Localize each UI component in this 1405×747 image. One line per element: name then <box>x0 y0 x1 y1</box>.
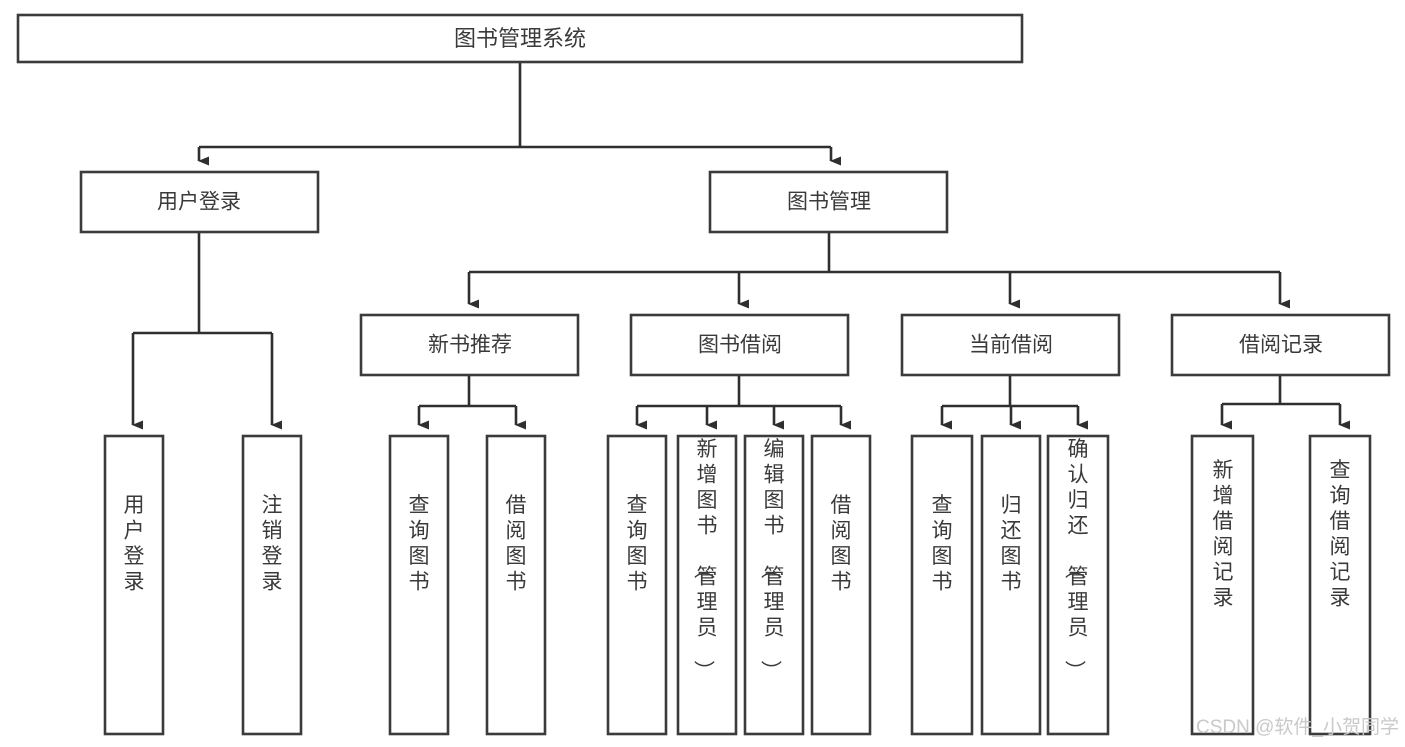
leaf-confirm-return[interactable]: 确认归还（管理员） <box>1046 434 1110 736</box>
leaf-query-book-3-label: 查询图书 <box>932 494 953 594</box>
leaf-return-book-box[interactable] <box>980 434 1042 736</box>
node-book-manage-box[interactable] <box>708 170 949 234</box>
leaf-query-book-3[interactable]: 查询图书 <box>910 434 974 736</box>
leaf-query-book-3-box[interactable] <box>910 434 974 736</box>
leaf-add-book[interactable]: 新增图书（管理员） <box>676 434 738 736</box>
leaf-borrow-book-2[interactable]: 借阅图书 <box>810 434 872 736</box>
leaf-borrow-book-2-box[interactable] <box>810 434 872 736</box>
node-book-borrow-label: 图书借阅 <box>698 334 782 357</box>
csdn-watermark: CSDN @软件_小贺同学 <box>1196 716 1399 738</box>
node-user-login-box[interactable] <box>79 170 320 234</box>
node-user-login[interactable]: 用户登录 <box>79 170 320 234</box>
node-current-borrow-label: 当前借阅 <box>969 334 1053 357</box>
node-book-borrow[interactable]: 图书借阅 <box>629 313 850 377</box>
leaf-query-record-label: 查询借阅记录 <box>1330 459 1351 610</box>
node-borrow-record-label: 借阅记录 <box>1239 334 1323 357</box>
leaf-user-logout-label: 注销登录 <box>262 494 283 594</box>
leaf-add-record-label: 新增借阅记录 <box>1213 459 1234 610</box>
leaf-add-book-label: 新增图书（管理员） <box>692 438 718 681</box>
node-book-manage[interactable]: 图书管理 <box>708 170 949 234</box>
leaf-user-login-box[interactable] <box>103 434 165 736</box>
leaf-user-login[interactable]: 用户登录 <box>103 434 165 736</box>
node-current-borrow[interactable]: 当前借阅 <box>900 313 1121 377</box>
node-book-borrow-box[interactable] <box>629 313 850 377</box>
node-book-manage-label: 图书管理 <box>787 191 871 214</box>
node-root-box[interactable] <box>16 13 1024 64</box>
leaf-query-record-box[interactable] <box>1308 434 1372 736</box>
leaf-query-record[interactable]: 查询借阅记录 <box>1308 434 1372 736</box>
leaf-borrow-book-1-box[interactable] <box>485 434 547 736</box>
node-new-book-recommend-label: 新书推荐 <box>428 334 512 357</box>
leaf-query-book-1-box[interactable] <box>388 434 450 736</box>
leaf-query-book-1-label: 查询图书 <box>409 494 430 594</box>
leaf-user-logout[interactable]: 注销登录 <box>241 434 303 736</box>
leaf-borrow-book-2-label: 借阅图书 <box>831 494 852 594</box>
edges-layer <box>131 62 1350 430</box>
node-root[interactable]: 图书管理系统 <box>16 13 1024 64</box>
node-borrow-record[interactable]: 借阅记录 <box>1170 313 1391 377</box>
leaf-query-book-2-box[interactable] <box>606 434 668 736</box>
leaf-add-book-box[interactable] <box>676 434 738 736</box>
leaf-confirm-return-box[interactable] <box>1046 434 1110 736</box>
node-borrow-record-box[interactable] <box>1170 313 1391 377</box>
node-root-label: 图书管理系统 <box>454 26 586 51</box>
node-new-book-recommend-box[interactable] <box>359 313 580 377</box>
node-user-login-label: 用户登录 <box>157 191 241 214</box>
leaf-query-book-2[interactable]: 查询图书 <box>606 434 668 736</box>
leaf-edit-book[interactable]: 编辑图书（管理员） <box>743 434 805 736</box>
leaf-return-book-label: 归还图书 <box>1001 494 1022 594</box>
node-new-book-recommend[interactable]: 新书推荐 <box>359 313 580 377</box>
leaf-add-record[interactable]: 新增借阅记录 <box>1190 434 1255 736</box>
leaf-borrow-book-1[interactable]: 借阅图书 <box>485 434 547 736</box>
leaf-confirm-return-label: 确认归还（管理员） <box>1063 438 1089 681</box>
leaf-user-login-label: 用户登录 <box>124 494 145 594</box>
leaf-add-record-box[interactable] <box>1190 434 1255 736</box>
leaf-borrow-book-1-label: 借阅图书 <box>506 494 527 594</box>
node-current-borrow-box[interactable] <box>900 313 1121 377</box>
leaf-return-book[interactable]: 归还图书 <box>980 434 1042 736</box>
leaf-query-book-2-label: 查询图书 <box>627 494 648 594</box>
leaf-query-book-1[interactable]: 查询图书 <box>388 434 450 736</box>
leaf-edit-book-label: 编辑图书（管理员） <box>759 438 785 681</box>
leaf-user-logout-box[interactable] <box>241 434 303 736</box>
leaf-edit-book-box[interactable] <box>743 434 805 736</box>
